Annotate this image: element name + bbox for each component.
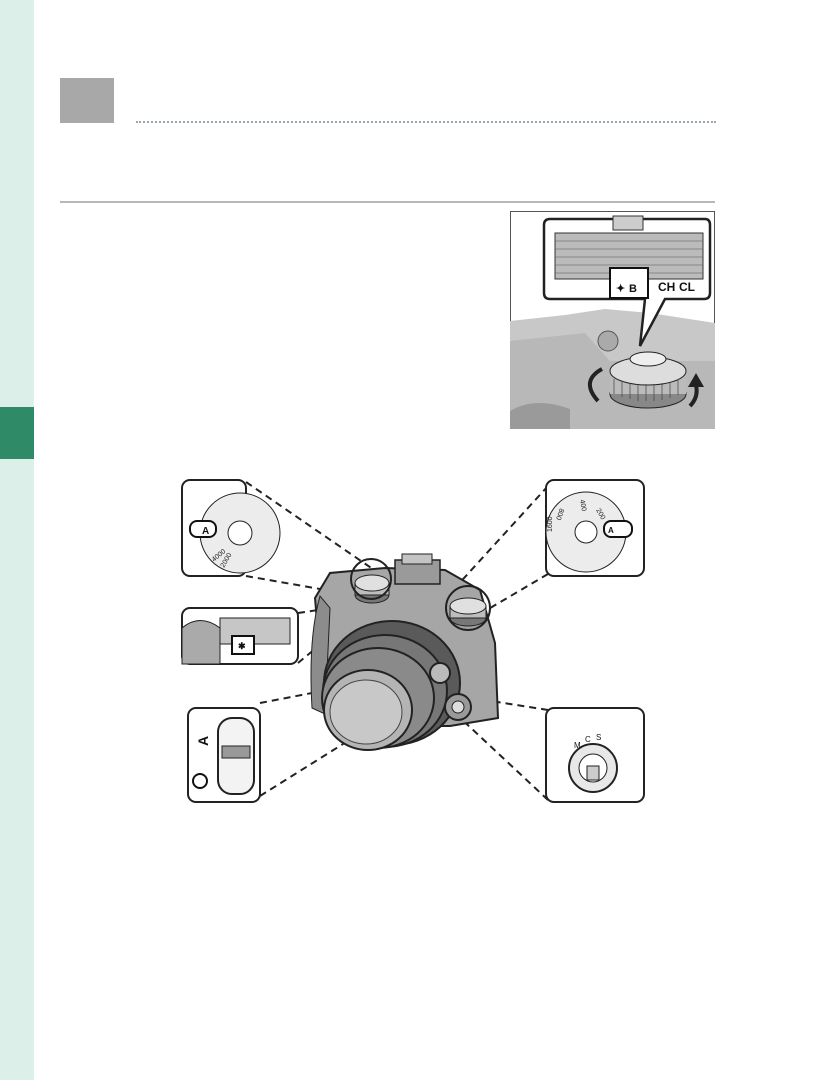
mode-dial-movie-label: B <box>629 283 637 295</box>
focus-mode-s: S <box>596 733 601 742</box>
iso-value-200: 200 <box>594 508 606 522</box>
focus-mode-m: M <box>574 741 581 750</box>
section-number-box <box>60 78 114 123</box>
mode-dial-cl-label: CL <box>679 280 695 294</box>
chapter-tab-marker <box>0 407 34 459</box>
iso-value-800: 800 <box>554 507 565 520</box>
mode-dial-illustration: ✦ B CH CL <box>510 211 715 429</box>
drive-dial-inset: ✱ <box>181 607 299 665</box>
shutter-dial-lock-label: A <box>202 526 209 537</box>
focus-mode-c: C <box>585 735 591 744</box>
movie-symbol-icon: ✦ <box>616 283 625 295</box>
aperture-switch-label: A <box>195 736 211 746</box>
iso-value-400: 400 <box>578 499 587 512</box>
mode-dial-ch-label: CH <box>658 280 675 294</box>
iso-dial-lock-label: A <box>608 526 614 535</box>
section-divider <box>60 201 715 203</box>
focus-mode-selector-inset: M C S <box>545 707 645 803</box>
iso-value-1600: 1600 <box>547 516 554 532</box>
aperture-switch-inset: A <box>187 707 261 803</box>
heading-dotted-rule <box>136 121 716 123</box>
page-sidebar <box>0 0 34 1080</box>
shutter-speed-dial-inset: A 4000 2000 <box>181 479 281 577</box>
iso-dial-inset: A 200 400 800 1600 <box>545 479 645 577</box>
camera-controls-illustration: A 4000 2000 ✱ A A 200 400 800 1600 M <box>181 479 645 803</box>
aperture-icon <box>192 773 208 789</box>
movie-icon-small: ✱ <box>238 641 246 651</box>
